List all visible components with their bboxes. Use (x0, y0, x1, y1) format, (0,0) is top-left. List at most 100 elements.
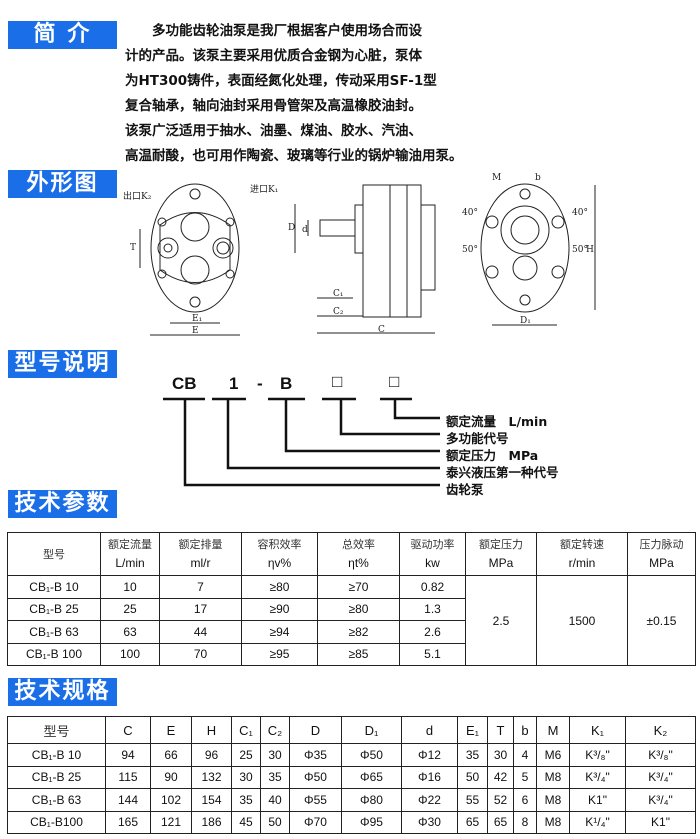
table-cell: 2.6 (399, 620, 466, 644)
table-cell: 90 (150, 765, 192, 789)
table-cell: M6 (536, 743, 570, 767)
model-code-lines (163, 397, 440, 487)
table-cell: ≥70 (317, 575, 400, 599)
table-cell: 25 (231, 743, 261, 767)
table-cell: Φ95 (341, 810, 402, 834)
col-header: H (191, 716, 232, 744)
table-cell: 8 (513, 810, 537, 834)
table-cell: Φ70 (289, 810, 342, 834)
table-cell: 0.82 (399, 575, 466, 599)
legend-rated-flow: 额定流量 L/min (446, 414, 548, 429)
table-cell: Φ35 (289, 743, 342, 767)
table-cell: Φ22 (401, 788, 458, 812)
col-header: C₁ (231, 716, 261, 744)
outline-drawing: 出口K₂ 进口K₁ T E₁ E D d C₁ C₂ C M b 40° 40°… (123, 173, 596, 336)
intro-line: 计的产品。该泵主要采用优质合金钢为心脏，泵体 (125, 48, 422, 64)
code-box-flow: □ (389, 372, 400, 391)
table-cell: Φ12 (401, 743, 458, 767)
table-cell: Φ50 (289, 765, 342, 789)
inlet-label: 进口K₁ (250, 184, 278, 195)
table-cell: K³/₄" (569, 765, 626, 789)
table-cell: CB₁-B 10 (7, 743, 106, 767)
table-cell: 5 (513, 765, 537, 789)
legend-rated-pressure: 额定压力 MPa (446, 448, 539, 463)
table-cell: ≥85 (317, 642, 400, 666)
table-cell: 50 (457, 765, 488, 789)
table-cell: 1.3 (399, 597, 466, 621)
dim-C2: C₂ (333, 307, 344, 317)
table-cell: K³/₈" (569, 743, 626, 767)
table-cell: 7 (159, 575, 242, 599)
table-cell: 44 (159, 620, 242, 644)
table-cell: ≥80 (317, 597, 400, 621)
col-header: E₁ (457, 716, 488, 744)
table-cell: Φ50 (341, 743, 402, 767)
table-cell: ≥80 (241, 575, 318, 599)
legend-gear-pump: 齿轮泵 (446, 482, 484, 497)
intro-line: 多功能齿轮油泵是我厂根据客户使用场合而设 (125, 23, 422, 39)
table-cell: CB₁-B 25 (7, 597, 101, 621)
dim-E1: E₁ (192, 314, 202, 324)
angle-50: 50° (462, 245, 478, 255)
side-view: D d C₁ C₂ C (288, 184, 436, 335)
legend-function-code: 多功能代号 (446, 431, 509, 446)
col-header: 型号 (7, 716, 106, 744)
table-cell: 144 (105, 788, 151, 812)
table-cell: 115 (105, 765, 151, 789)
angle-40: 40° (572, 208, 588, 218)
dim-C: C (378, 325, 385, 335)
table-cell: 63 (100, 620, 160, 644)
legend-series-code: 泰兴液压第一种代号 (446, 465, 559, 480)
shared-cell: 1500 (536, 575, 628, 666)
table-cell: 6 (513, 788, 537, 812)
col-header: d (401, 716, 458, 744)
table-cell: K³/₄" (625, 765, 696, 789)
table-cell: 94 (105, 743, 151, 767)
table-cell: 132 (191, 765, 232, 789)
table-cell: 165 (105, 810, 151, 834)
table-cell: K1" (625, 810, 696, 834)
angle-50: 50° (572, 245, 588, 255)
table-cell: 186 (191, 810, 232, 834)
table-cell: 30 (260, 743, 290, 767)
col-header: T (487, 716, 514, 744)
intro-text: 多功能齿轮油泵是我厂根据客户使用场合而设 计的产品。该泵主要采用优质合金钢为心脏… (125, 19, 505, 169)
table-cell: 52 (487, 788, 514, 812)
table-cell: M8 (536, 788, 570, 812)
intro-line: 高温耐酸，也可用作陶瓷、玻璃等行业的锅炉输油用泵。 (125, 148, 463, 164)
table-cell: 5.1 (399, 642, 466, 666)
table-cell: 30 (231, 765, 261, 789)
table-cell: K³/₈" (625, 743, 696, 767)
section-header-specs: 技术规格 (8, 678, 117, 706)
table-cell: 17 (159, 597, 242, 621)
table-cell: M8 (536, 810, 570, 834)
table-cell: CB₁-B100 (7, 810, 106, 834)
table-cell: CB₁-B 100 (7, 642, 101, 666)
table-cell: 66 (150, 743, 192, 767)
shared-cell: ±0.15 (627, 575, 696, 666)
shared-cell: 2.5 (465, 575, 537, 666)
table-cell: ≥95 (241, 642, 318, 666)
col-header: b (513, 716, 537, 744)
table-cell: CB₁-B 25 (7, 765, 106, 789)
dim-D1: D₁ (520, 316, 531, 326)
table-cell: 65 (457, 810, 488, 834)
col-header: C₂ (260, 716, 290, 744)
table-cell: 121 (150, 810, 192, 834)
section-header-intro: 简 介 (8, 21, 117, 49)
table-cell: Φ65 (341, 765, 402, 789)
table-cell: Φ16 (401, 765, 458, 789)
table-cell: 96 (191, 743, 232, 767)
dim-C1: C₁ (333, 289, 344, 299)
code-CB: CB (172, 374, 197, 393)
